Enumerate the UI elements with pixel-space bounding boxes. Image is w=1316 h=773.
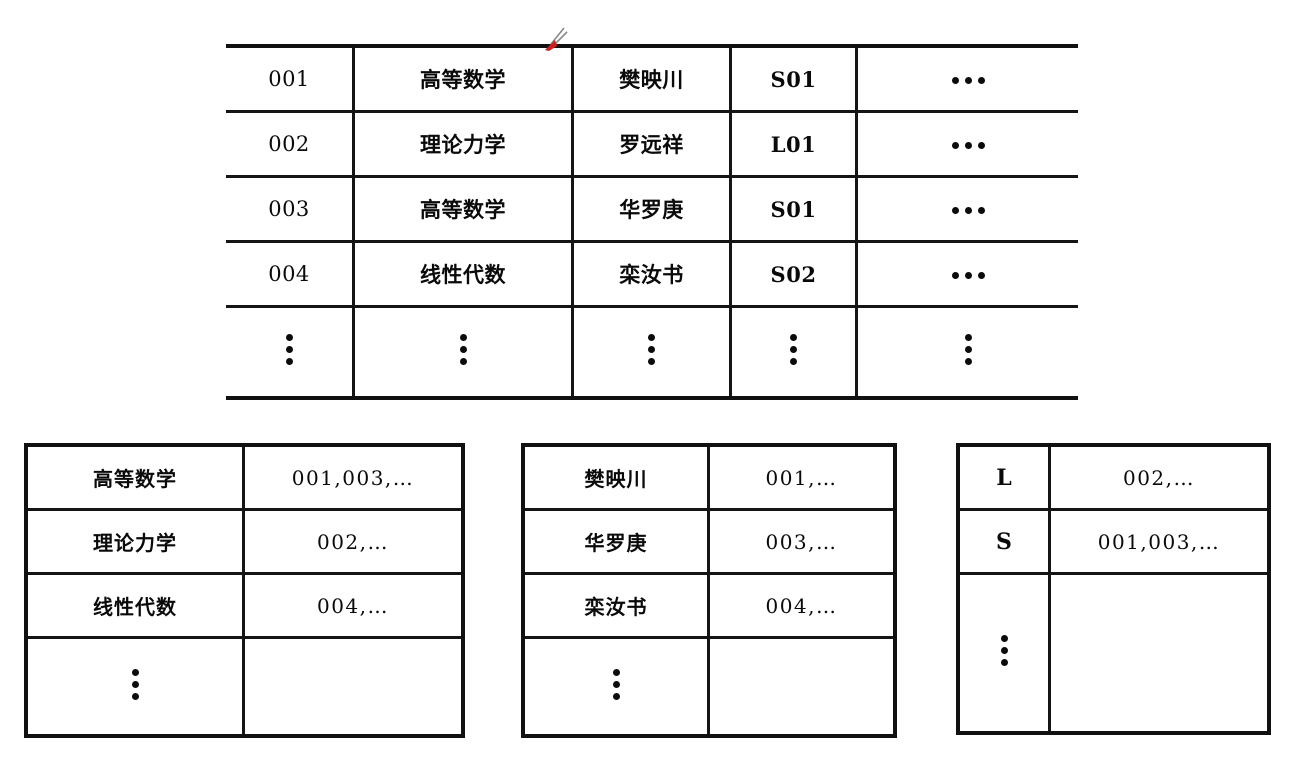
table-row: 002 理论力学 罗远祥 L01 — [226, 110, 1078, 177]
vertical-ellipsis-icon — [648, 329, 655, 370]
cell-course-name-ellipsis — [353, 305, 574, 398]
cell-dept-code: S01 — [730, 175, 858, 242]
cell-course-id: 001 — [226, 46, 355, 112]
cell-course-id-ellipsis — [226, 305, 355, 398]
cell-dept-code: L01 — [730, 110, 858, 177]
vertical-ellipsis-icon — [1000, 630, 1008, 671]
index-value-ids: 002,… — [243, 508, 463, 574]
index-value-empty — [708, 636, 895, 736]
course-name-index-table: 高等数学 001,003,… 理论力学 002,… 线性代数 004,… — [24, 443, 465, 738]
index-value-ids: 004,… — [243, 572, 463, 638]
index-key-course-name: 理论力学 — [26, 508, 245, 574]
index-key-dept-code: L — [958, 445, 1051, 510]
index-row: S 001,003,… — [958, 508, 1269, 574]
cell-teacher-ellipsis — [572, 305, 732, 398]
horizontal-ellipsis-icon — [949, 77, 988, 85]
table-row: 001 高等数学 樊映川 S01 — [226, 46, 1078, 112]
vertical-ellipsis-icon — [131, 664, 139, 705]
cell-course-name: 理论力学 — [353, 110, 574, 177]
cell-teacher: 樊映川 — [572, 46, 732, 112]
index-key-ellipsis — [523, 636, 710, 736]
index-value-ids: 003,… — [708, 508, 895, 574]
vertical-ellipsis-icon — [612, 664, 620, 705]
index-row: 樊映川 001,… — [523, 445, 895, 510]
cell-more — [856, 110, 1078, 177]
index-row-continuation — [26, 636, 463, 736]
cell-more — [856, 240, 1078, 307]
table-row-continuation — [226, 305, 1078, 398]
cell-course-name: 线性代数 — [353, 240, 574, 307]
index-key-teacher: 华罗庚 — [523, 508, 710, 574]
cell-teacher: 罗远祥 — [572, 110, 732, 177]
cell-more — [856, 175, 1078, 242]
index-value-ids: 004,… — [708, 572, 895, 638]
cell-course-id: 004 — [226, 240, 355, 307]
vertical-ellipsis-icon — [459, 329, 467, 370]
cell-course-id: 002 — [226, 110, 355, 177]
course-records-table: 001 高等数学 樊映川 S01 002 理论力学 罗远祥 L01 003 高等… — [226, 44, 1078, 400]
index-key-ellipsis — [958, 572, 1051, 733]
index-value-ids: 002,… — [1122, 465, 1196, 490]
index-row: 线性代数 004,… — [26, 572, 463, 638]
horizontal-ellipsis-icon — [949, 207, 988, 215]
index-row: 高等数学 001,003,… — [26, 445, 463, 510]
cell-course-id: 003 — [226, 175, 355, 242]
cell-course-name: 高等数学 — [353, 175, 574, 242]
cell-dept-code: S02 — [730, 240, 858, 307]
index-key-ellipsis — [26, 636, 245, 736]
index-value-empty — [243, 636, 463, 736]
dept-code-index-table: L 002,… S 001,003,… — [956, 443, 1271, 735]
table-row: 004 线性代数 栾汝书 S02 — [226, 240, 1078, 307]
table-row: 003 高等数学 华罗庚 S01 — [226, 175, 1078, 242]
vertical-ellipsis-icon — [964, 329, 972, 370]
index-value-ids: 001,… — [765, 465, 838, 490]
index-row-continuation — [523, 636, 895, 736]
cell-teacher: 栾汝书 — [572, 240, 732, 307]
index-row: 华罗庚 003,… — [523, 508, 895, 574]
index-key-teacher: 栾汝书 — [523, 572, 710, 638]
vertical-ellipsis-icon — [790, 329, 797, 370]
vertical-ellipsis-icon — [285, 329, 293, 370]
index-key-teacher: 樊映川 — [523, 445, 710, 510]
cell-dept-code: S01 — [730, 46, 858, 112]
cell-teacher: 华罗庚 — [572, 175, 732, 242]
horizontal-ellipsis-icon — [949, 142, 988, 150]
teacher-index-table: 樊映川 001,… 华罗庚 003,… 栾汝书 004,… — [521, 443, 897, 738]
cell-course-name: 高等数学 — [353, 46, 574, 112]
index-row: L 002,… — [958, 445, 1269, 510]
index-key-course-name: 线性代数 — [26, 572, 245, 638]
index-value-empty — [1049, 572, 1269, 733]
cell-dept-code-ellipsis — [730, 305, 858, 398]
index-key-course-name: 高等数学 — [26, 445, 245, 510]
cell-more — [857, 46, 1079, 112]
index-value-ids: 001,003,… — [291, 465, 415, 490]
index-row: 理论力学 002,… — [26, 508, 463, 574]
index-value-ids: 001,003,… — [1049, 508, 1269, 574]
cell-more-ellipsis — [856, 305, 1078, 398]
index-key-dept-code: S — [958, 508, 1051, 574]
index-row: 栾汝书 004,… — [523, 572, 895, 638]
horizontal-ellipsis-icon — [949, 272, 988, 280]
index-row-continuation — [958, 572, 1269, 733]
